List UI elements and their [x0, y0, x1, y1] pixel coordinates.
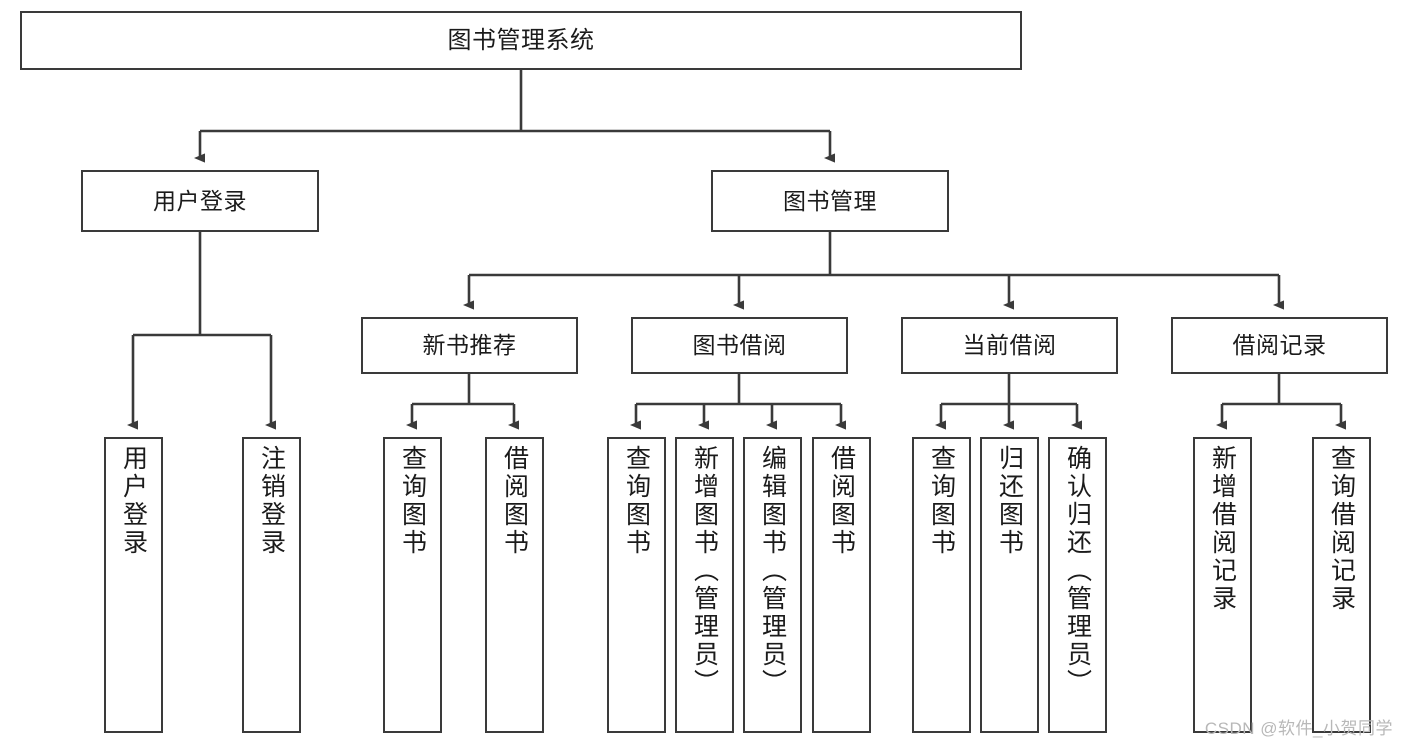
node-label: 借阅图书	[500, 445, 529, 557]
node-label: 查询图书	[622, 445, 651, 557]
node-borrow-records[interactable]: 借阅记录	[1171, 317, 1388, 374]
leaf-add-book-admin[interactable]: 新增图书（管理员）	[675, 437, 734, 733]
leaf-query-book-recommendation[interactable]: 查询图书	[383, 437, 442, 733]
leaf-return-book[interactable]: 归还图书	[980, 437, 1039, 733]
leaf-query-book-borrowing[interactable]: 查询图书	[607, 437, 666, 733]
node-label: 用户登录	[119, 445, 148, 557]
node-label: 图书管理系统	[447, 26, 595, 54]
node-user-login[interactable]: 用户登录	[81, 170, 319, 232]
node-label: 图书管理	[783, 187, 877, 214]
node-label: 注销登录	[257, 445, 286, 557]
node-label: 查询借阅记录	[1327, 445, 1356, 613]
node-label: 编辑图书（管理员）	[758, 445, 787, 697]
node-label: 查询图书	[398, 445, 427, 557]
leaf-borrow-book-recommendation[interactable]: 借阅图书	[485, 437, 544, 733]
node-root-system[interactable]: 图书管理系统	[20, 11, 1022, 70]
node-label: 借阅记录	[1232, 332, 1327, 359]
node-label: 借阅图书	[827, 445, 856, 557]
node-label: 图书借阅	[692, 332, 787, 359]
leaf-edit-book-admin[interactable]: 编辑图书（管理员）	[743, 437, 802, 733]
leaf-borrow-book-borrowing[interactable]: 借阅图书	[812, 437, 871, 733]
node-book-borrowing[interactable]: 图书借阅	[631, 317, 848, 374]
csdn-watermark: CSDN @软件_小贺同学	[1204, 719, 1393, 738]
node-label: 新书推荐	[422, 332, 517, 359]
node-label: 确认归还（管理员）	[1063, 445, 1092, 697]
leaf-query-borrow-record[interactable]: 查询借阅记录	[1312, 437, 1371, 733]
node-book-management[interactable]: 图书管理	[711, 170, 949, 232]
leaf-user-login[interactable]: 用户登录	[104, 437, 163, 733]
leaf-query-book-current[interactable]: 查询图书	[912, 437, 971, 733]
node-new-book-recommendation[interactable]: 新书推荐	[361, 317, 578, 374]
leaf-logout-login[interactable]: 注销登录	[242, 437, 301, 733]
node-current-borrowing[interactable]: 当前借阅	[901, 317, 1118, 374]
node-label: 当前借阅	[962, 332, 1057, 359]
leaf-add-borrow-record[interactable]: 新增借阅记录	[1193, 437, 1252, 733]
node-label: 归还图书	[995, 445, 1024, 557]
node-label: 新增借阅记录	[1208, 445, 1237, 613]
node-label: 用户登录	[153, 187, 247, 214]
node-label: 查询图书	[927, 445, 956, 557]
leaf-confirm-return-admin[interactable]: 确认归还（管理员）	[1048, 437, 1107, 733]
node-label: 新增图书（管理员）	[690, 445, 719, 697]
